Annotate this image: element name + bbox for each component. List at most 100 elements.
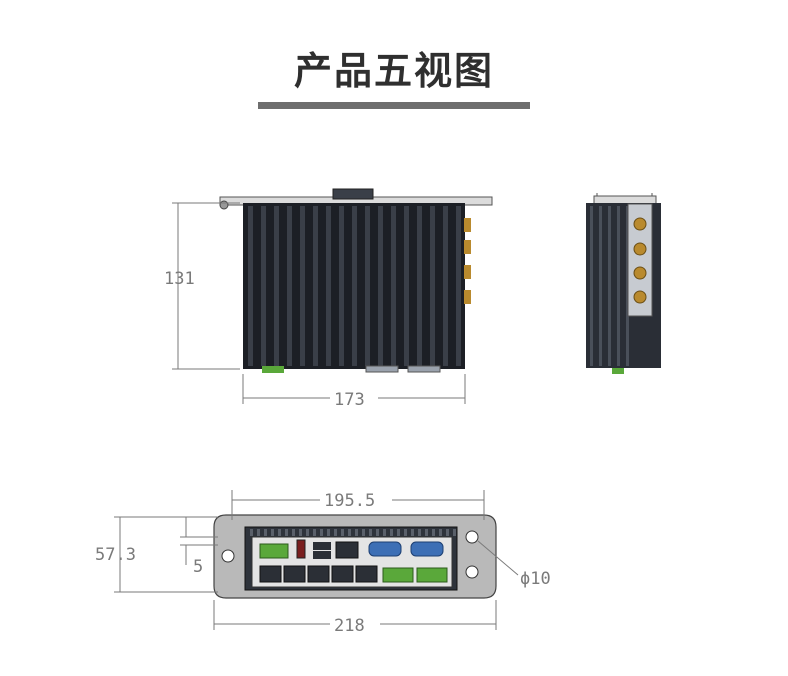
io-terminal bbox=[416, 567, 448, 583]
heatsink-fin bbox=[439, 529, 442, 536]
heatsink-fin bbox=[339, 206, 344, 366]
power-terminal bbox=[259, 543, 289, 559]
heatsink-fin bbox=[418, 529, 421, 536]
usb-port bbox=[313, 551, 331, 559]
title-underline bbox=[258, 102, 530, 109]
heatsink-fin bbox=[313, 529, 316, 536]
heatsink-fin bbox=[404, 206, 409, 366]
lan-port bbox=[331, 565, 354, 583]
heatsink-fin bbox=[599, 206, 602, 366]
heatsink-fin bbox=[391, 206, 396, 366]
side-antenna-connectors bbox=[633, 217, 647, 304]
heatsink-fin bbox=[292, 529, 295, 536]
top-clip bbox=[332, 188, 374, 200]
heatsink-fin bbox=[299, 529, 302, 536]
heatsink-fin bbox=[261, 206, 266, 366]
antenna-connector bbox=[464, 218, 471, 232]
heatsink-fin bbox=[404, 529, 407, 536]
heatsink-fin bbox=[453, 529, 456, 536]
heatsink-fin bbox=[378, 206, 383, 366]
serial-port bbox=[368, 541, 402, 557]
heatsink-fin bbox=[417, 206, 422, 366]
mounting-hole bbox=[465, 530, 479, 544]
heatsink-fin bbox=[397, 529, 400, 536]
io-terminal bbox=[382, 567, 414, 583]
heatsink-fin bbox=[617, 206, 620, 366]
heatsink-fin bbox=[274, 206, 279, 366]
height-label: 57.3 bbox=[95, 545, 136, 565]
serial-port-bottom bbox=[407, 365, 441, 373]
chassis-fins bbox=[250, 529, 456, 536]
serial-port-bottom bbox=[365, 365, 399, 373]
heatsink-fin bbox=[432, 529, 435, 536]
bracket-screw bbox=[219, 200, 229, 210]
hole-diameter-label: ϕ10 bbox=[520, 569, 551, 589]
front-height-label: 131 bbox=[164, 269, 195, 289]
lan-port bbox=[259, 565, 282, 583]
heatsink-fin bbox=[355, 529, 358, 536]
heatsink-fin bbox=[362, 529, 365, 536]
heatsink-fin bbox=[300, 206, 305, 366]
heatsink-fin bbox=[285, 529, 288, 536]
antenna-port bbox=[633, 242, 647, 256]
heatsink-fin bbox=[365, 206, 370, 366]
inner-width-label: 195.5 bbox=[324, 491, 375, 511]
usb-port bbox=[313, 542, 331, 550]
heatsink-fin bbox=[320, 529, 323, 536]
heatsink-fin bbox=[411, 529, 414, 536]
heatsink-fin bbox=[326, 206, 331, 366]
antenna-port bbox=[633, 290, 647, 304]
heatsink-fin bbox=[446, 529, 449, 536]
heatsink-fin bbox=[257, 529, 260, 536]
heatsink-fin bbox=[430, 206, 435, 366]
lan-ports bbox=[259, 565, 378, 583]
heatsink-fin bbox=[334, 529, 337, 536]
heatsink-fin bbox=[390, 529, 393, 536]
heatsink-fin bbox=[383, 529, 386, 536]
lan-port bbox=[283, 565, 306, 583]
antenna-connectors bbox=[464, 218, 471, 304]
heatsink-fin bbox=[425, 529, 428, 536]
heatsink-fin bbox=[264, 529, 267, 536]
serial-port bbox=[410, 541, 444, 557]
mounting-hole bbox=[465, 565, 479, 579]
heatsink-fin bbox=[369, 529, 372, 536]
heatsink-fin bbox=[250, 529, 253, 536]
page-title: 产品五视图 bbox=[293, 49, 494, 93]
mounting-hole bbox=[221, 549, 235, 563]
heatsink-fin bbox=[271, 529, 274, 536]
antenna-connector bbox=[464, 290, 471, 304]
heatsink-fin bbox=[248, 206, 253, 366]
heatsink-fin bbox=[456, 206, 461, 366]
front-width-label: 173 bbox=[334, 390, 365, 410]
heatsink-fin bbox=[278, 529, 281, 536]
rj45-port bbox=[335, 541, 359, 559]
lan-port bbox=[355, 565, 378, 583]
heatsink-fin bbox=[341, 529, 344, 536]
antenna-port bbox=[633, 266, 647, 280]
lan-port bbox=[307, 565, 330, 583]
heatsink-fin bbox=[348, 529, 351, 536]
side-view bbox=[586, 193, 661, 374]
heatsink-fin bbox=[352, 206, 357, 366]
side-bracket bbox=[593, 195, 657, 205]
heatsink-fins bbox=[248, 206, 461, 366]
heatsink-fin bbox=[590, 206, 593, 366]
heatsink-fin bbox=[443, 206, 448, 366]
antenna-port bbox=[633, 217, 647, 231]
outer-width-label: 218 bbox=[334, 616, 365, 636]
heatsink-fin bbox=[306, 529, 309, 536]
antenna-connector bbox=[464, 240, 471, 254]
heatsink-fin bbox=[608, 206, 611, 366]
bottom-view: 195.5 218 57.3 5 ϕ10 bbox=[95, 490, 551, 636]
side-terminal bbox=[612, 368, 624, 374]
offset-label: 5 bbox=[193, 557, 203, 577]
heatsink-fin bbox=[287, 206, 292, 366]
terminal-block bbox=[262, 366, 284, 373]
sim-slot bbox=[296, 539, 306, 559]
front-view: 131 173 bbox=[164, 188, 493, 410]
heatsink-fin bbox=[376, 529, 379, 536]
heatsink-fin bbox=[327, 529, 330, 536]
heatsink-fin bbox=[313, 206, 318, 366]
